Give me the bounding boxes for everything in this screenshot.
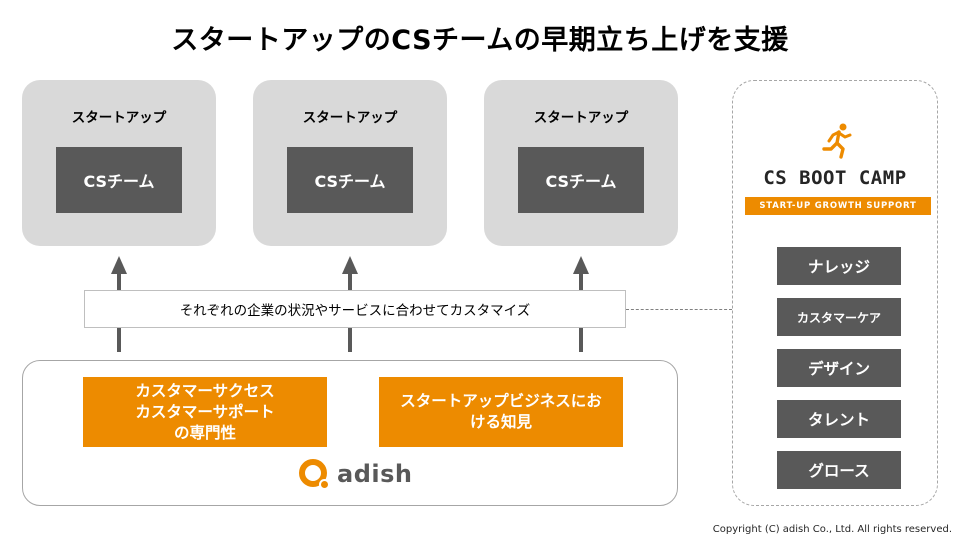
expertise-line: の専門性 [173, 423, 236, 442]
startup-label: スタートアップ [533, 110, 629, 126]
startup-label: スタートアップ [71, 110, 167, 126]
arrow-up-icon [342, 256, 358, 290]
startup-card-2: スタートアップ CSチーム [253, 80, 447, 246]
bootcamp-item-talent: タレント [777, 400, 901, 438]
dashed-connector [626, 309, 732, 310]
bootcamp-item-growth: グロース [777, 451, 901, 489]
connector-line [342, 328, 358, 352]
adish-logo-text: adish [337, 460, 413, 488]
page-title: スタートアップのCSチームの早期立ち上げを支援 [171, 25, 789, 56]
connector-line [573, 328, 589, 352]
cs-team-box: CSチーム [287, 147, 413, 213]
startup-card-1: スタートアップ CSチーム [22, 80, 216, 246]
adish-panel: カスタマーサクセス カスタマーサポート の専門性 スタートアップビジネスにお け… [22, 360, 678, 506]
expertise-line: カスタマーサクセス [135, 381, 275, 400]
connector-line [111, 328, 127, 352]
bootcamp-item-customer-care: カスタマーケア [777, 298, 901, 336]
runner-icon [822, 123, 852, 159]
knowledge-box: スタートアップビジネスにお ける知見 [379, 377, 623, 447]
expertise-line: カスタマーサポート [135, 402, 275, 421]
bootcamp-subtitle: START-UP GROWTH SUPPORT [745, 197, 931, 215]
arrow-up-icon [573, 256, 589, 290]
adish-logo-icon [299, 459, 330, 490]
bootcamp-item-design: デザイン [777, 349, 901, 387]
bootcamp-title: CS BOOT CAMP [763, 167, 907, 189]
startup-label: スタートアップ [302, 110, 398, 126]
copyright-text: Copyright (C) adish Co., Ltd. All rights… [712, 524, 952, 535]
arrow-up-icon [111, 256, 127, 290]
bootcamp-panel: CS BOOT CAMP START-UP GROWTH SUPPORT ナレッ… [732, 80, 938, 506]
expertise-box: カスタマーサクセス カスタマーサポート の専門性 [83, 377, 327, 447]
customize-box: それぞれの企業の状況やサービスに合わせてカスタマイズ [84, 290, 626, 328]
adish-logo: adish [299, 459, 413, 490]
cs-team-box: CSチーム [56, 147, 182, 213]
knowledge-line: ける知見 [469, 413, 532, 431]
cs-team-box: CSチーム [518, 147, 644, 213]
knowledge-line: スタートアップビジネスにお [400, 392, 602, 410]
startup-card-3: スタートアップ CSチーム [484, 80, 678, 246]
bootcamp-item-knowledge: ナレッジ [777, 247, 901, 285]
